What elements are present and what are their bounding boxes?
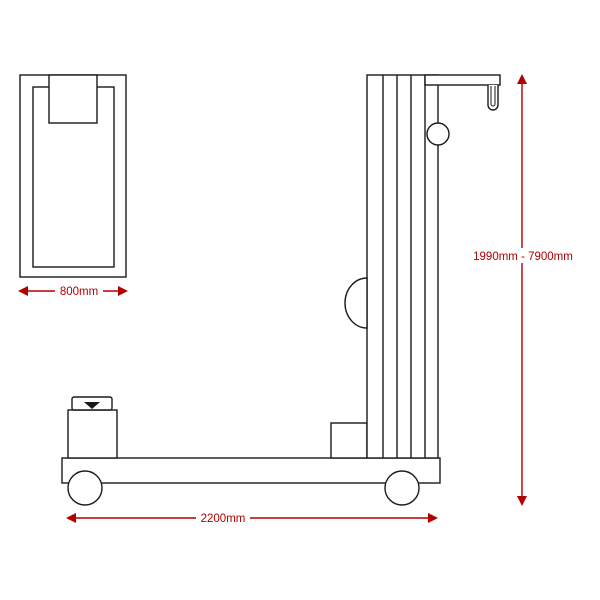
wheel-front (67, 470, 103, 506)
length-label-bg (196, 511, 250, 524)
length-label: 2200mm (201, 513, 246, 525)
length-dimension: 2200mm (66, 511, 438, 525)
height-label: 1990mm - 7900mm (473, 251, 573, 263)
height-arrow-top (517, 74, 527, 84)
mast-outer (366, 74, 439, 459)
width-label: 800mm (60, 286, 98, 298)
height-arrow-bottom (517, 496, 527, 506)
width-arrow-right (118, 286, 128, 296)
height-dimension: 1990mm - 7900mm (466, 74, 580, 506)
width-dimension: 800mm (18, 284, 128, 298)
base-chassis (61, 457, 441, 484)
wheel-rear (384, 470, 420, 506)
length-arrow-left (66, 513, 76, 523)
width-arrow-left (18, 286, 28, 296)
top-view-mast-block (48, 74, 98, 124)
hook-inner (490, 86, 496, 107)
handle-grip-icon (84, 402, 100, 409)
mast-base-box (330, 422, 368, 459)
side-view (61, 74, 501, 506)
pulley (426, 122, 450, 146)
top-view (19, 74, 127, 278)
height-label-bg (466, 248, 580, 263)
width-label-bg (55, 284, 103, 297)
top-arm (424, 74, 501, 86)
winch-hump (344, 277, 368, 329)
length-arrow-right (428, 513, 438, 523)
control-box (67, 409, 118, 459)
